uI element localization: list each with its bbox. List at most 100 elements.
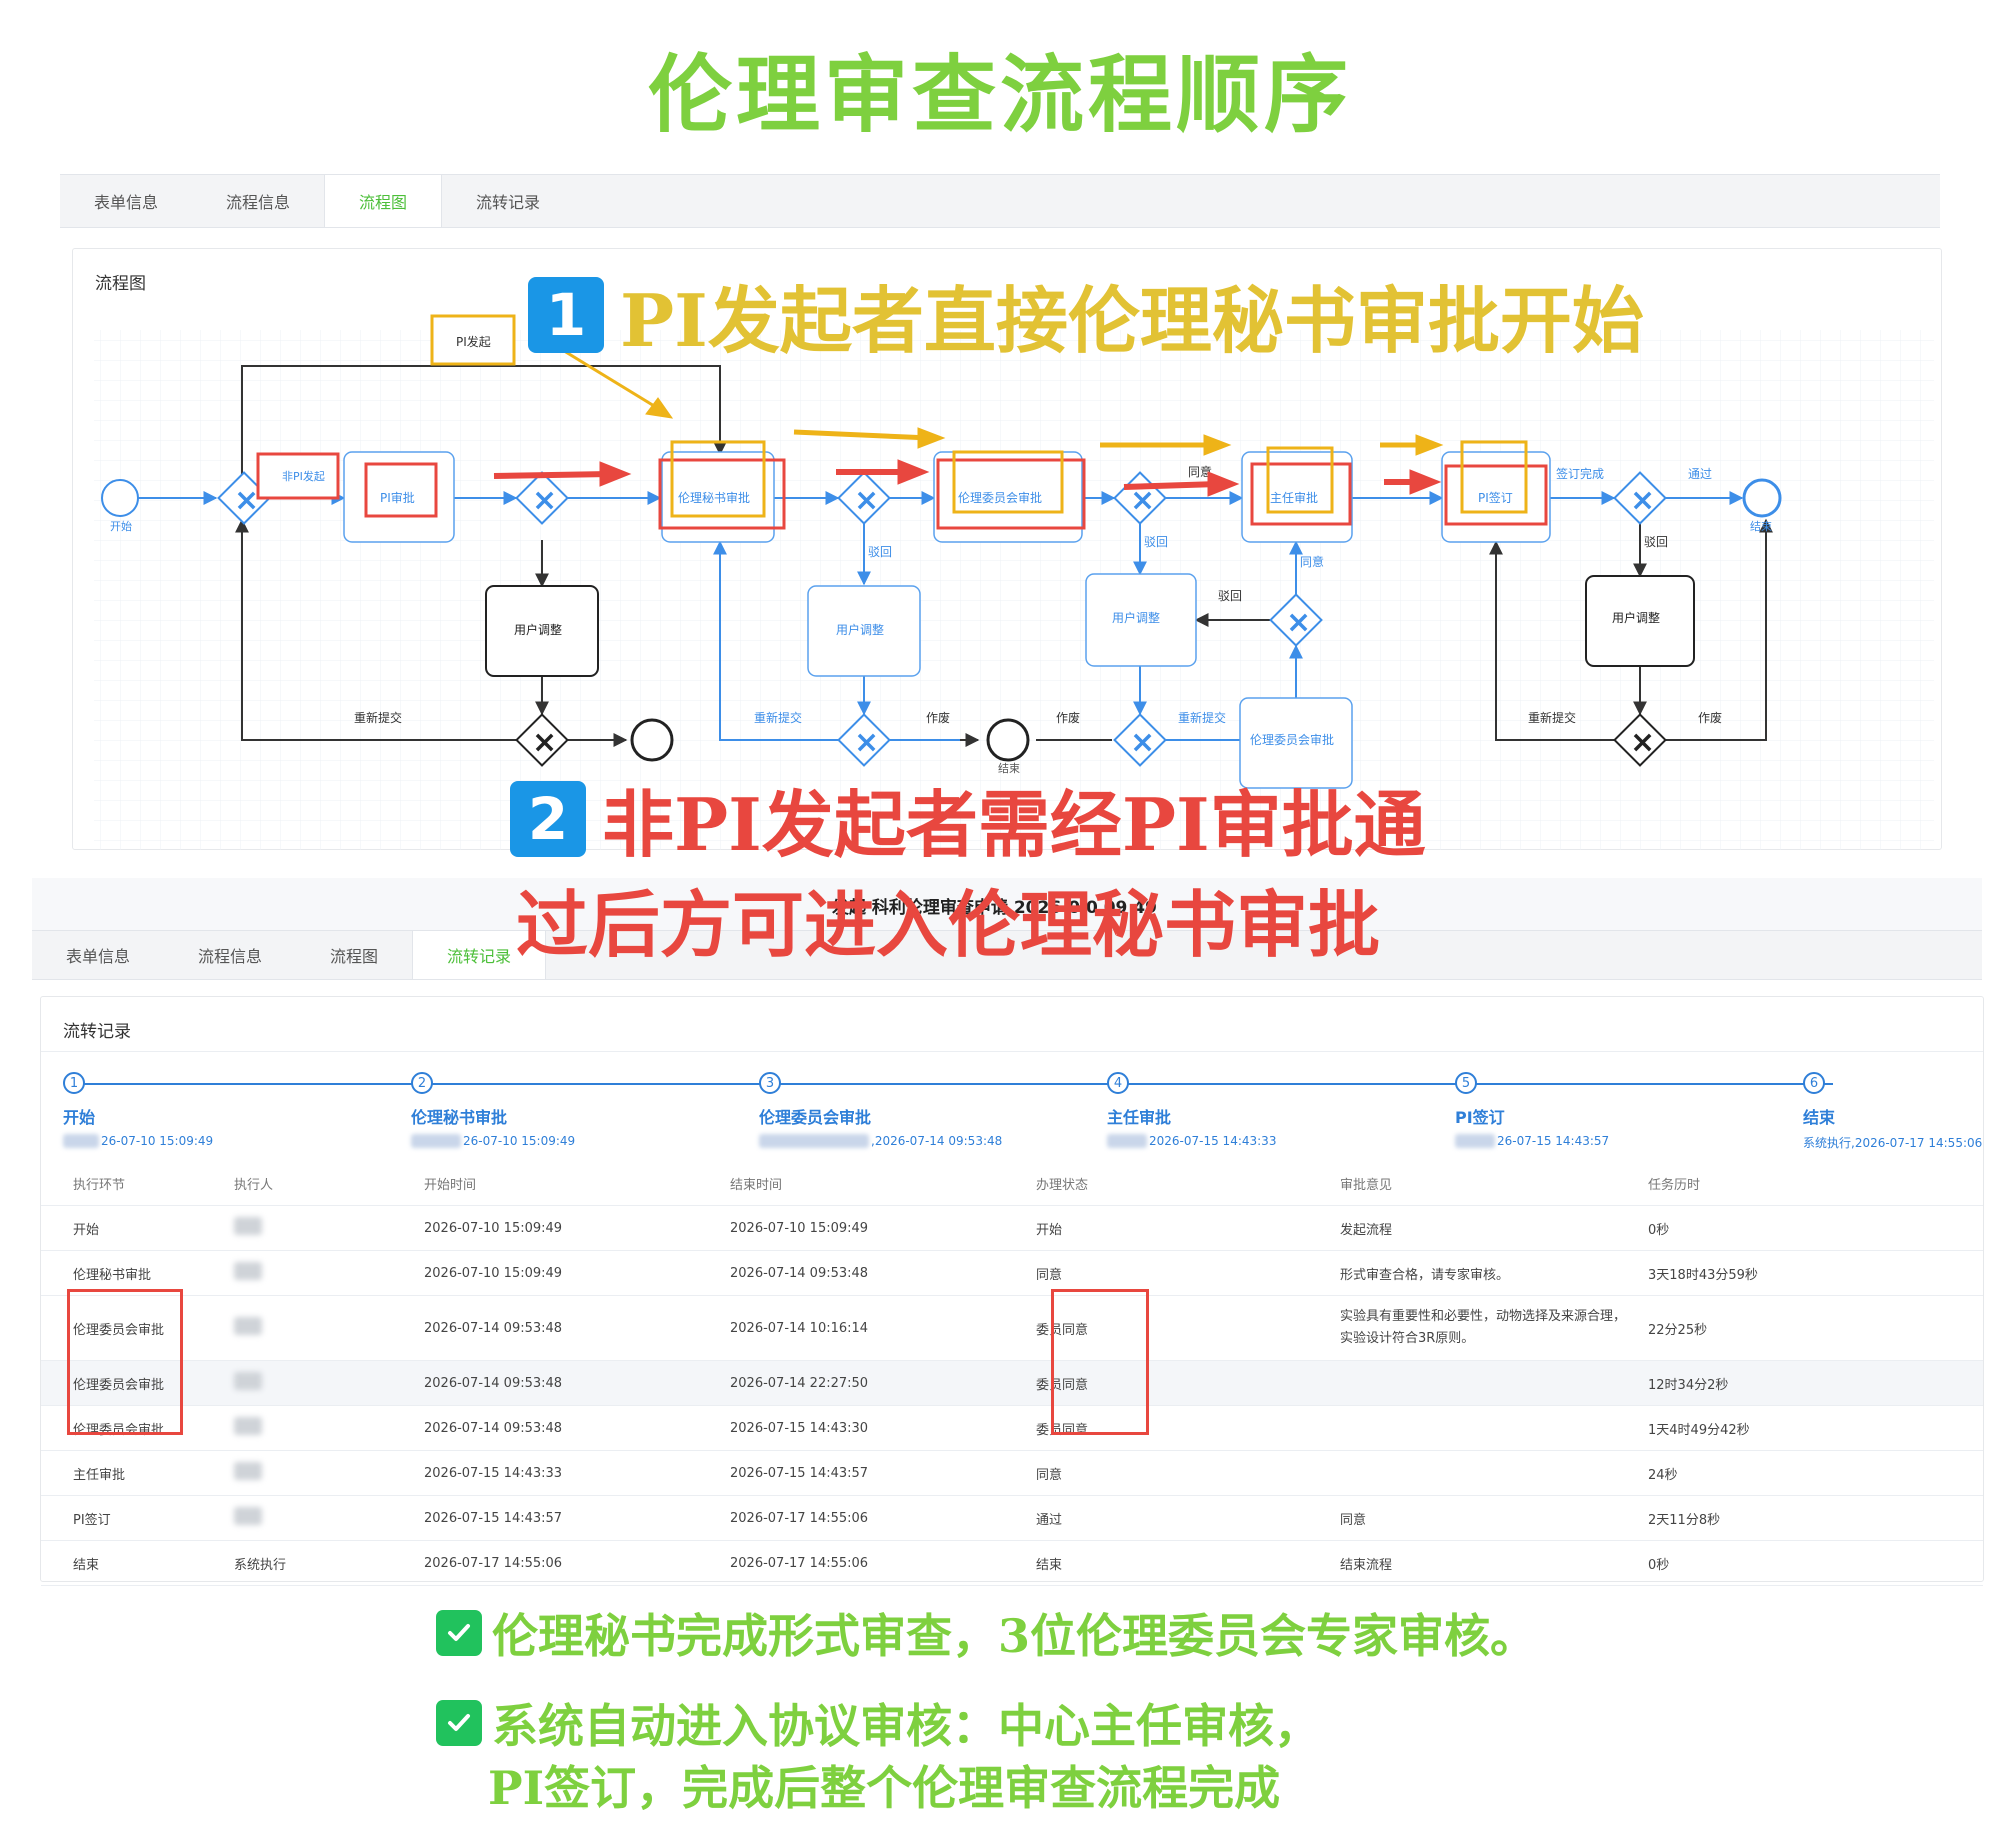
- tab-process-info-2[interactable]: 流程信息: [198, 947, 263, 966]
- gateway-2[interactable]: ×: [515, 471, 569, 525]
- callout-2-badge: 2: [510, 780, 586, 857]
- note-2b: PI签订，完成后整个伦理审查流程完成: [488, 1752, 1280, 1818]
- step-4: 4 主任审批 2026-07-15 14:43:33: [1107, 1072, 1276, 1148]
- executor-blur: [234, 1507, 262, 1525]
- callout-1-badge: 1: [528, 276, 604, 353]
- task-pi-sign[interactable]: PI签订: [1441, 451, 1551, 543]
- executor-blur: [234, 1317, 262, 1335]
- executor-blur: [234, 1417, 262, 1435]
- tab-bar-2: 表单信息 流程信息 流程图 流转记录: [32, 930, 1982, 980]
- svg-text:PI审批: PI审批: [380, 490, 415, 505]
- pi-start-box: PI发起: [430, 314, 516, 366]
- black-connectors: [235, 518, 1773, 747]
- task-user-adjust-4[interactable]: 用户调整: [1585, 575, 1695, 667]
- col-executor: 执行人: [233, 1161, 423, 1206]
- svg-text:伦理委员会审批: 伦理委员会审批: [1250, 732, 1334, 747]
- col-end: 结束时间: [729, 1161, 1035, 1206]
- step-6: 6 结束 系统执行,2026-07-17 14:55:06: [1803, 1072, 1982, 1151]
- note-2: 系统自动进入协议审核：中心主任审核，: [436, 1690, 1320, 1756]
- col-step: 执行环节: [41, 1161, 233, 1206]
- highlight-director-red: [1250, 462, 1352, 526]
- task-pi-approve[interactable]: PI审批: [343, 451, 455, 543]
- svg-text:PI发起: PI发起: [456, 334, 491, 349]
- edge-reject-2: 驳回: [1144, 535, 1168, 549]
- tab-flow-record-2[interactable]: 流转记录: [412, 931, 547, 979]
- non-pi-box: 非PI发起: [256, 452, 340, 500]
- svg-text:PI签订: PI签订: [1478, 490, 1513, 505]
- end-event-left[interactable]: [630, 718, 674, 762]
- gateway-10[interactable]: ×: [1613, 713, 1667, 767]
- card-title: 流程图: [95, 274, 146, 294]
- callout-2-line2-wrap: 过后方可进入伦理秘书审批: [516, 866, 1380, 971]
- note-2b-text: PI签订，完成后整个伦理审查流程完成: [488, 1761, 1281, 1815]
- edge-reject-1: 驳回: [868, 545, 892, 559]
- col-opinion: 审批意见: [1339, 1161, 1647, 1206]
- col-duration: 任务历时: [1647, 1161, 1983, 1206]
- gateway-3[interactable]: ×: [837, 471, 891, 525]
- note-2-text: 系统自动进入协议审核：中心主任审核，: [492, 1699, 1320, 1753]
- edge-resubmit-1: 重新提交: [354, 710, 402, 725]
- end-event[interactable]: [1742, 478, 1782, 518]
- executor-blur: [234, 1262, 262, 1280]
- check-icon: [436, 1700, 482, 1746]
- page-title: 伦理审查流程顺序: [647, 45, 1352, 144]
- highlight-pisign-red: [1444, 464, 1548, 526]
- highlight-secretary-yellow: [670, 440, 766, 518]
- col-start: 开始时间: [423, 1161, 729, 1206]
- executor-blur: [234, 1462, 262, 1480]
- svg-text:×: ×: [1286, 605, 1311, 640]
- check-icon: [436, 1610, 482, 1656]
- record-header-title: 发起 科利伦理审查申请 2026-0 0 09 49: [832, 898, 1157, 918]
- task-committee-2[interactable]: 伦理委员会审批: [1239, 697, 1353, 789]
- svg-text:×: ×: [234, 483, 259, 518]
- svg-text:×: ×: [532, 725, 557, 760]
- gateway-7[interactable]: ×: [837, 713, 891, 767]
- task-committee[interactable]: 伦理委员会审批: [933, 451, 1083, 543]
- gateway-6[interactable]: ×: [1269, 593, 1323, 647]
- step-1: 1 开始 26-07-10 15:09:49: [63, 1072, 213, 1148]
- flow-diagram: 开始 结束 结束 × × × × × × × × × × PI审批 伦理秘书审批…: [94, 314, 1934, 850]
- gateway-5[interactable]: ×: [1613, 471, 1667, 525]
- task-user-adjust-1[interactable]: 用户调整: [485, 585, 599, 677]
- highlight-secretary-red: [658, 458, 786, 530]
- svg-text:非PI发起: 非PI发起: [282, 469, 325, 483]
- svg-text:×: ×: [1630, 483, 1655, 518]
- task-user-adjust-2[interactable]: 用户调整: [807, 585, 921, 677]
- tab-bar: 表单信息 流程信息 流程图 流转记录: [60, 174, 1940, 228]
- tab-flow-record[interactable]: 流转记录: [476, 193, 541, 212]
- note-1-text: 伦理秘书完成形式审查，3位伦理委员会专家审核。: [492, 1609, 1537, 1663]
- step-2: 2 伦理秘书审批 26-07-10 15:09:49: [411, 1072, 575, 1148]
- record-table: 执行环节 执行人 开始时间 结束时间 办理状态 审批意见 任务历时 开始 202…: [41, 1161, 1983, 1586]
- tab-form-info-2[interactable]: 表单信息: [66, 947, 131, 966]
- gateway-9[interactable]: ×: [515, 713, 569, 767]
- table-header-row: 执行环节 执行人 开始时间 结束时间 办理状态 审批意见 任务历时: [41, 1161, 1983, 1206]
- callout-1: 1 PI发起者直接伦理秘书审批开始: [528, 262, 1644, 367]
- steps-line: [73, 1083, 1833, 1085]
- edge-sign-done: 签订完成: [1556, 466, 1604, 481]
- svg-text:用户调整: 用户调整: [1112, 610, 1160, 625]
- svg-text:主任审批: 主任审批: [1270, 490, 1318, 505]
- tab-flow-chart-2[interactable]: 流程图: [330, 947, 379, 966]
- task-secretary[interactable]: 伦理秘书审批: [661, 451, 775, 543]
- svg-text:用户调整: 用户调整: [1612, 610, 1660, 625]
- highlight-committee-yellow: [952, 450, 1064, 514]
- tab-form-info[interactable]: 表单信息: [94, 193, 159, 212]
- tab-flow-chart[interactable]: 流程图: [324, 175, 443, 227]
- edge-agree-2: 同意: [1300, 554, 1324, 569]
- end-event-mid[interactable]: [986, 718, 1030, 762]
- task-user-adjust-3[interactable]: 用户调整: [1085, 573, 1197, 667]
- gateway-8[interactable]: ×: [1113, 713, 1167, 767]
- step-5: 5 PI签订 26-07-15 14:43:57: [1455, 1072, 1609, 1148]
- svg-text:×: ×: [854, 725, 879, 760]
- start-event[interactable]: [101, 479, 139, 517]
- end-label: 结束: [1750, 520, 1772, 533]
- tab-process-info[interactable]: 流程信息: [226, 193, 291, 212]
